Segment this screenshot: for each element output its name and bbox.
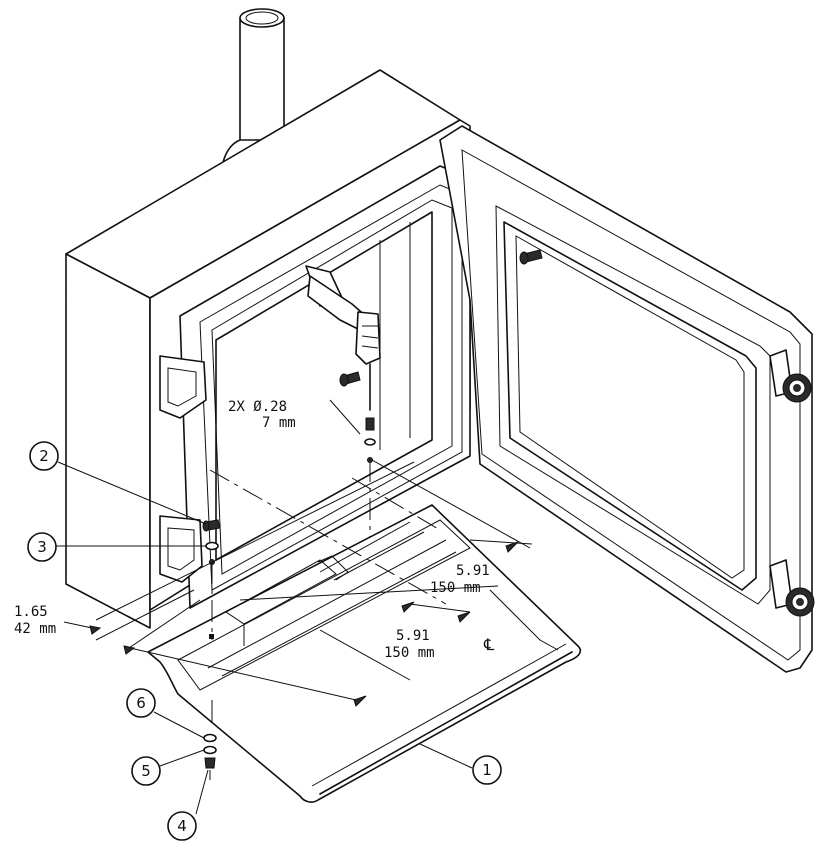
callout-5: 5 xyxy=(131,749,205,786)
hole-spec: 2X Ø.28 xyxy=(228,399,287,415)
right-offset-in: 5.91 xyxy=(456,563,490,579)
callout-5-label: 5 xyxy=(141,762,151,780)
hole-spec-metric: 7 mm xyxy=(262,415,296,431)
callout-1-label: 1 xyxy=(482,761,492,779)
callout-3-label: 3 xyxy=(37,538,47,556)
hinge-icon xyxy=(769,559,815,617)
centerline-symbol: ℄ xyxy=(483,635,495,654)
callout-4-label: 4 xyxy=(177,817,187,835)
edge-offset-mm: 42 mm xyxy=(14,621,56,637)
callout-2: 2 xyxy=(29,441,207,525)
callout-3: 3 xyxy=(27,532,206,562)
callout-4: 4 xyxy=(167,769,209,841)
dimension-arrows xyxy=(89,541,519,707)
left-offset-in: 5.91 xyxy=(396,628,430,644)
hinge-icon xyxy=(769,349,812,403)
callout-1: 1 xyxy=(419,743,502,785)
hardware-stack xyxy=(202,519,221,780)
shelf-panel xyxy=(147,504,582,803)
right-offset-mm: 150 mm xyxy=(430,580,481,596)
drill-icon xyxy=(305,265,381,551)
callout-6: 6 xyxy=(126,688,205,739)
dimension-text: 2X Ø.28 7 mm 5.91 150 mm 5.91 150 mm 1.6… xyxy=(14,399,495,661)
screw-icon xyxy=(519,249,543,265)
dimension-lines xyxy=(63,399,559,701)
callout-2-label: 2 xyxy=(39,447,49,465)
left-offset-mm: 150 mm xyxy=(384,645,435,661)
callout-6-label: 6 xyxy=(136,694,146,712)
door-panel xyxy=(439,125,815,673)
edge-offset-in: 1.65 xyxy=(14,604,48,620)
